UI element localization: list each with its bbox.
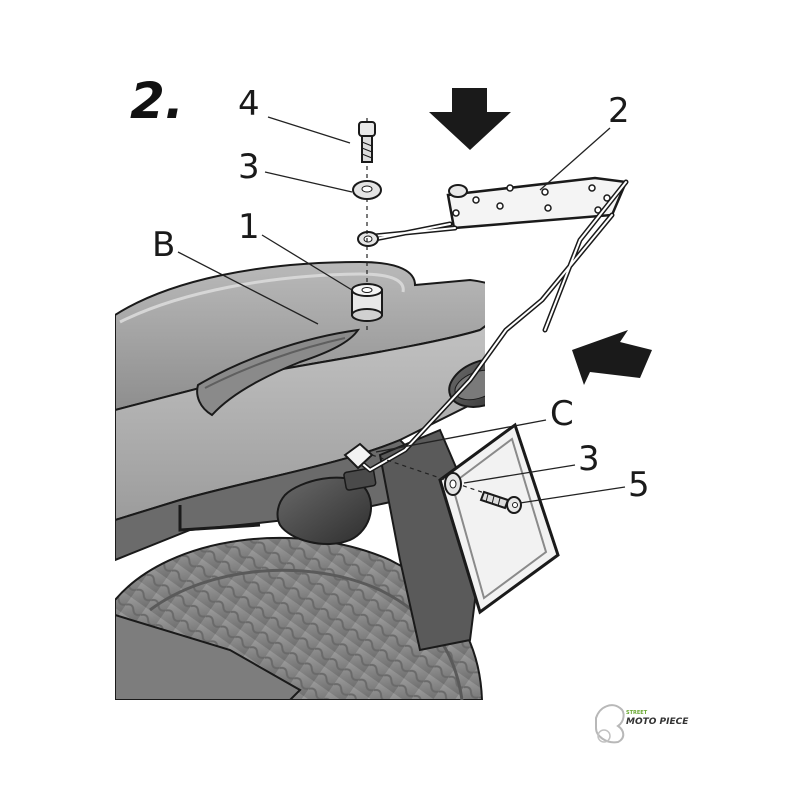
side-arrow-icon [572, 330, 652, 385]
leader-3-bottom [463, 464, 576, 484]
step-number: 2. [130, 72, 184, 130]
leader-1 [261, 234, 353, 291]
bolt-top [358, 121, 376, 163]
watermark-logo: STREET MOTO PIECE [595, 704, 689, 744]
callout-4: 4 [238, 84, 260, 124]
callout-3-bottom: 3 [578, 439, 600, 479]
logo-brand: MOTO PIECE [626, 717, 689, 727]
leader-3-top [264, 171, 353, 193]
washer-top [352, 180, 382, 200]
grab-handle [196, 328, 361, 417]
callout-B: B [152, 225, 175, 265]
leader-2 [539, 127, 611, 191]
leader-4 [267, 116, 351, 144]
callout-5: 5 [628, 465, 650, 505]
down-arrow-icon [429, 88, 511, 150]
washer-bottom [444, 472, 462, 496]
callout-2: 2 [608, 91, 630, 131]
rack-plate [446, 176, 628, 230]
swingarm [115, 613, 302, 700]
leader-C [375, 419, 547, 453]
callout-C: C [550, 394, 574, 434]
rack-frame [343, 176, 629, 473]
licence-plate [438, 422, 560, 615]
turn-signal [276, 467, 377, 546]
leader-B [177, 251, 319, 325]
callout-1: 1 [238, 207, 260, 247]
leader-5 [519, 486, 626, 504]
callout-3-top: 3 [238, 147, 260, 187]
spacer [351, 283, 383, 322]
logo-tagline: STREET [626, 710, 648, 716]
bolt-bottom [479, 490, 522, 514]
rider-icon [595, 704, 625, 744]
